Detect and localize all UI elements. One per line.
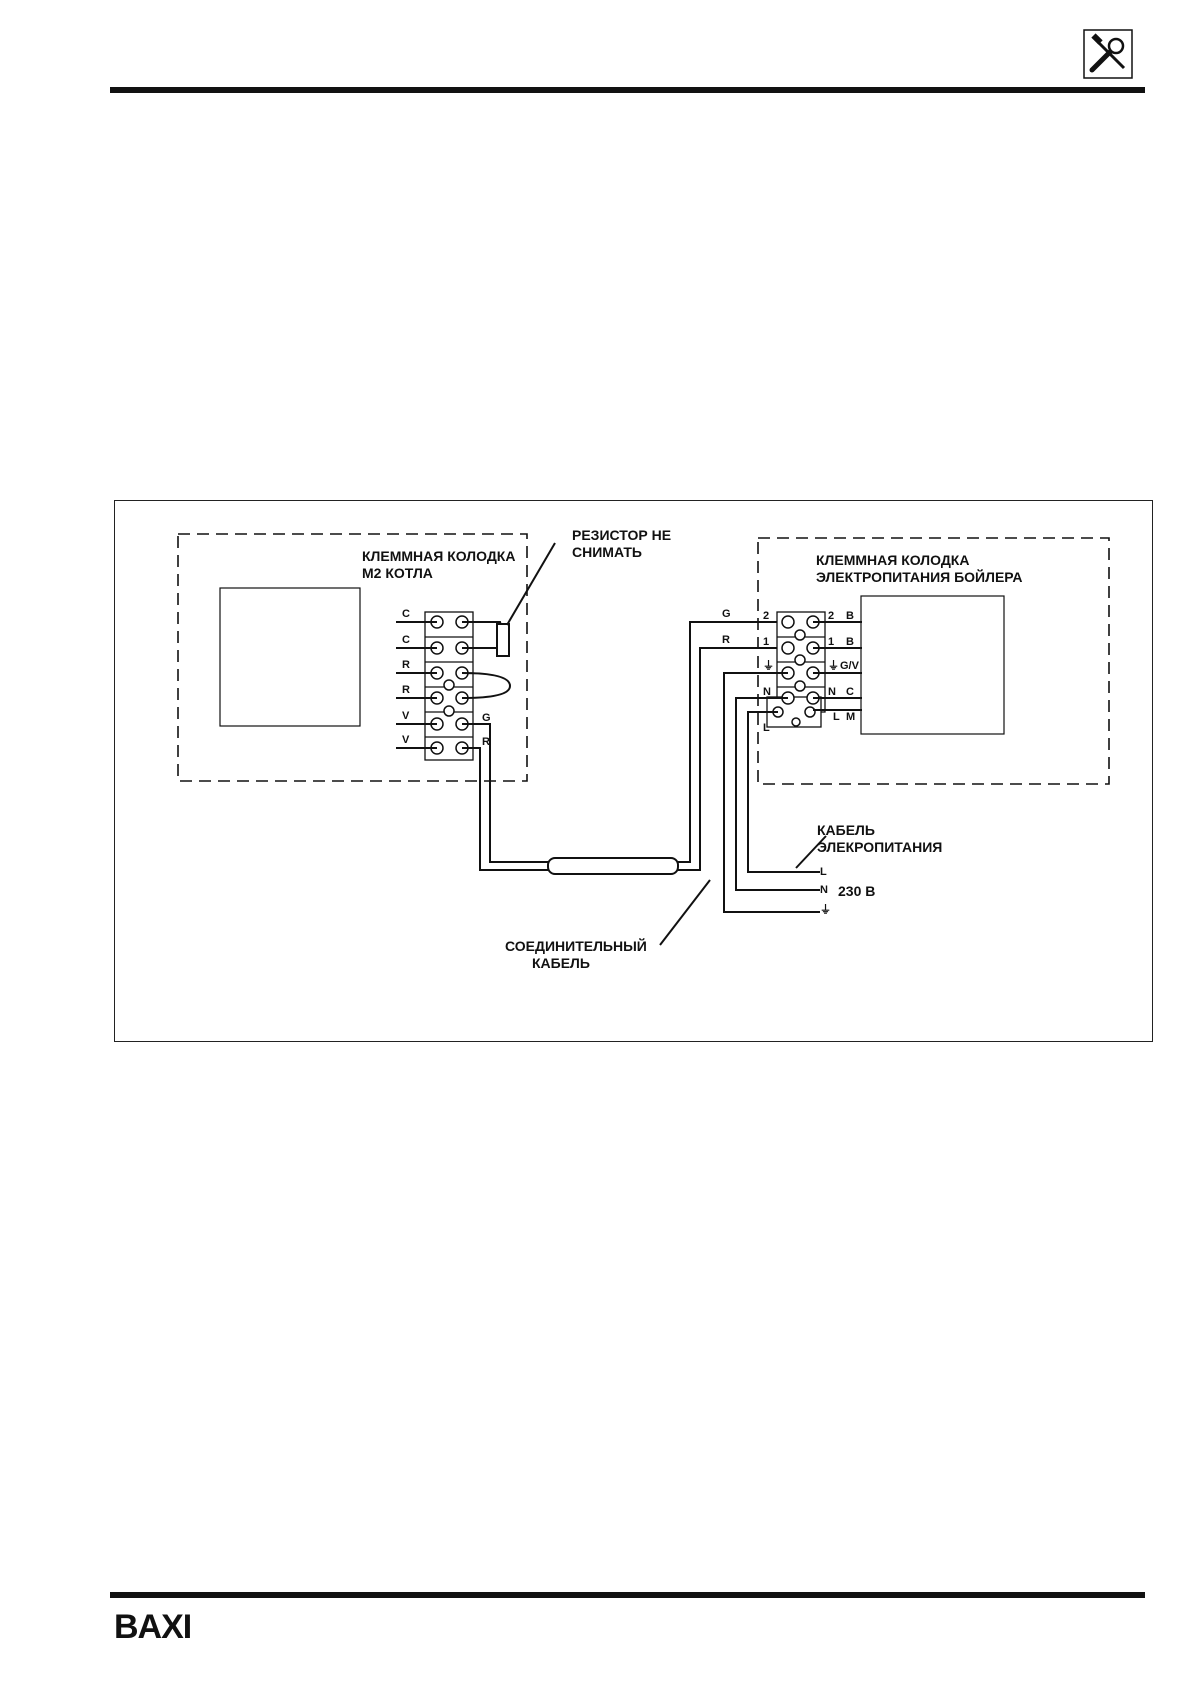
supply-label: ⏚ (820, 904, 831, 916)
terminal-label: L (833, 711, 840, 723)
resistor-note-line2: СНИМАТЬ (572, 544, 642, 560)
tank-enclosure (757, 537, 1110, 785)
terminal-label: C (846, 686, 854, 698)
boiler-enclosure (177, 533, 528, 782)
terminal-label: 2 (763, 610, 770, 622)
terminal-label: N (828, 686, 836, 698)
terminal-label: B (846, 636, 854, 648)
boiler-incoming-wires (396, 621, 437, 749)
header-rule (110, 87, 1145, 93)
supply-label: L (820, 866, 827, 878)
boiler-block-title-line2: M2 КОТЛА (362, 565, 433, 581)
terminal-label: R (402, 659, 410, 671)
terminal-label: N (763, 686, 771, 698)
brand-logo: BAXI (114, 1608, 192, 1646)
terminal-label: B (846, 610, 854, 622)
connecting-cable (462, 621, 778, 946)
terminal-label: C (402, 634, 410, 646)
terminal-label: R (402, 684, 410, 696)
power-cable-label-line2: ЭЛЕКРОПИТАНИЯ (817, 839, 943, 855)
power-supply-wires (723, 672, 827, 913)
link-cable-label-line2: КАБЕЛЬ (532, 955, 590, 971)
wiring-diagram-frame (114, 500, 1153, 1042)
terminal-label: G/V (840, 660, 859, 672)
resistor (461, 542, 556, 699)
tank-terminal-screws (772, 615, 820, 727)
terminal-label: L (763, 722, 770, 734)
link-cable-label-line1: СОЕДИНИТЕЛЬНЫЙ (505, 938, 647, 954)
terminal-label: G (482, 712, 491, 724)
terminal-label: 1 (763, 636, 770, 648)
footer-rule (110, 1592, 1145, 1598)
boiler-block-title-line1: КЛЕММНАЯ КОЛОДКА (362, 548, 516, 564)
wire-label: R (722, 634, 730, 646)
supply-label: N (820, 884, 828, 896)
tank-block-title-line2: ЭЛЕКТРОПИТАНИЯ БОЙЛЕРА (816, 569, 1023, 585)
terminal-label: R (482, 736, 490, 748)
power-cable-label-line1: КАБЕЛЬ (817, 822, 875, 838)
terminal-label: 1 (828, 636, 835, 648)
boiler-terminal-screws (430, 615, 469, 755)
terminal-label: V (402, 710, 410, 722)
tank-board (860, 595, 1005, 735)
boiler-board (219, 587, 361, 727)
terminal-label: ⏚ (763, 660, 774, 672)
terminal-label: ⏚ (828, 660, 839, 672)
terminal-label: 2 (828, 610, 835, 622)
tools-icon (1083, 29, 1133, 79)
tank-outgoing-wires (813, 621, 862, 711)
terminal-label: C (402, 608, 410, 620)
terminal-label: V (402, 734, 410, 746)
voltage-label: 230 В (838, 883, 876, 899)
wire-label: G (722, 608, 731, 620)
resistor-note-line1: РЕЗИСТОР НЕ (572, 527, 672, 543)
terminal-label: M (846, 711, 856, 723)
tank-block-title-line1: КЛЕММНАЯ КОЛОДКА (816, 552, 970, 568)
